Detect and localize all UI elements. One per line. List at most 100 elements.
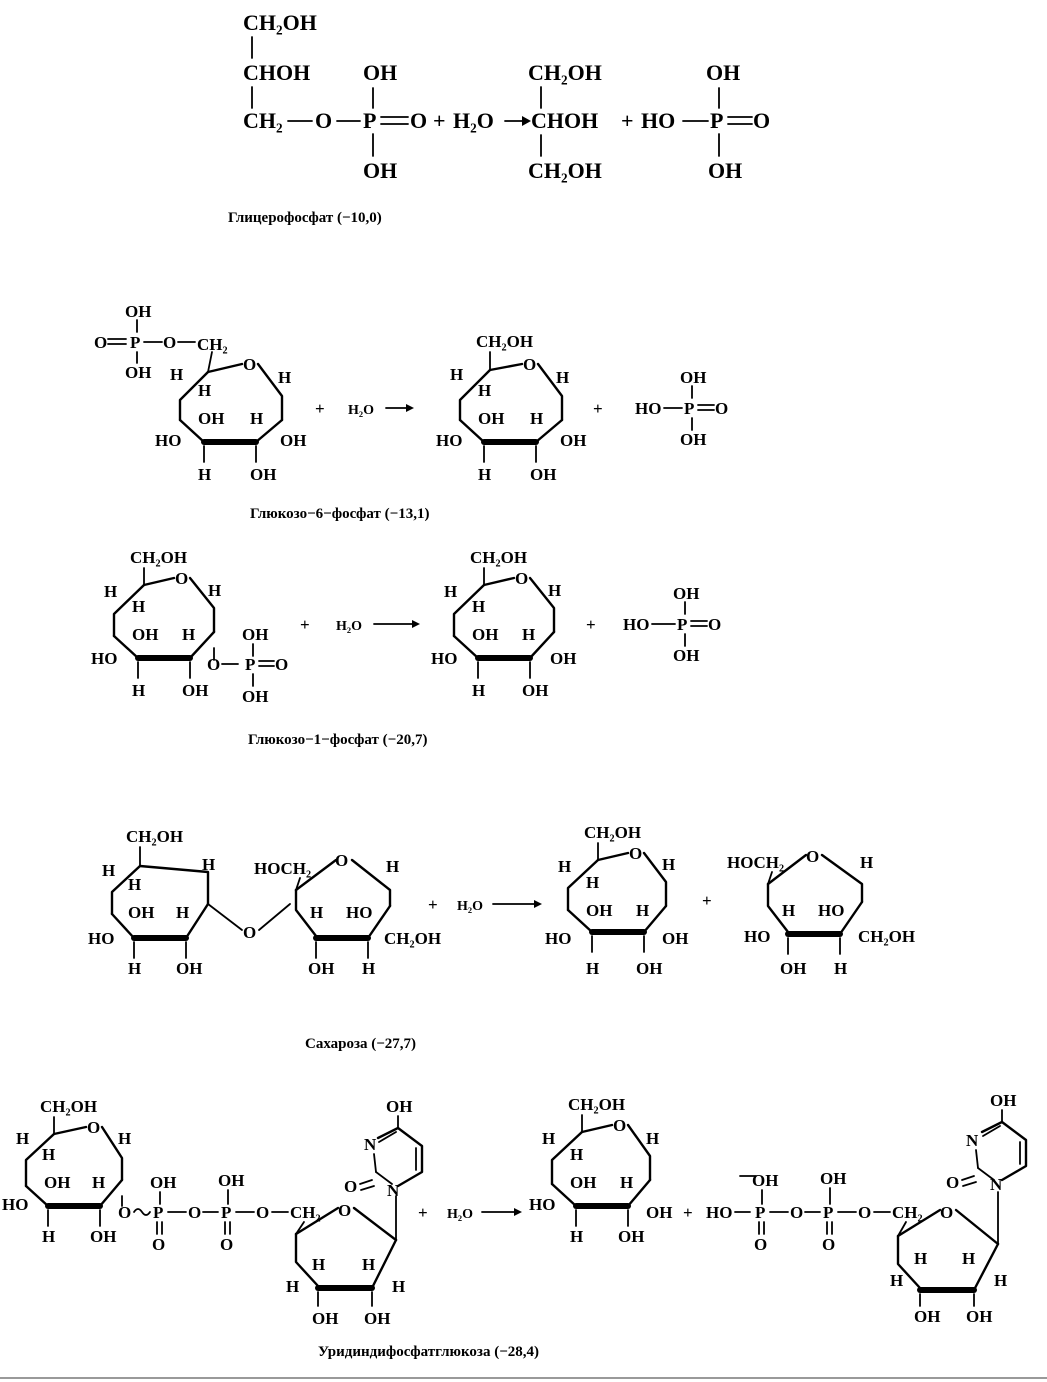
ring-bond <box>626 1123 652 1182</box>
atom-label: H <box>620 1173 633 1192</box>
atom-label: O <box>946 1173 959 1192</box>
atom-label: HO <box>623 615 649 634</box>
atom-label: H <box>16 1129 29 1148</box>
atom-label: H <box>662 855 675 874</box>
atom-label: CHOH <box>531 108 598 133</box>
ring-bond <box>566 908 594 934</box>
double-bond <box>360 1185 375 1191</box>
ring-bond <box>458 368 492 422</box>
atom-label: O <box>790 1203 803 1222</box>
atom-label: H <box>444 582 457 601</box>
atom-label: P <box>823 1203 833 1222</box>
plus-sign: + <box>433 108 446 133</box>
atom-label: H <box>472 597 485 616</box>
reaction-caption: Глицерофосфат (−10,0) <box>228 210 382 226</box>
ring-bond <box>1000 1120 1028 1182</box>
atom-label: HO <box>635 399 661 418</box>
atom-label: H <box>556 368 569 387</box>
atom-label: O <box>256 1203 269 1222</box>
atom-label: HO <box>346 903 372 922</box>
atom-label: CH₂OH <box>584 823 641 842</box>
reaction-sucrose: CH₂OH H H H OH H HO H OH O HOCH₂ O H H H… <box>88 823 915 1052</box>
ring-oxygen: O <box>338 1201 351 1220</box>
atom-label: H <box>42 1145 55 1164</box>
atom-label: OH <box>132 625 158 644</box>
reaction-caption: Уридиндифосфатглюкоза (−28,4) <box>318 1344 539 1360</box>
atom-label: H <box>558 857 571 876</box>
atom-label: OH <box>570 1173 596 1192</box>
ring-oxygen: O <box>940 1203 953 1222</box>
atom-label: OH <box>966 1307 992 1326</box>
atom-label: CH₂OH <box>470 548 527 567</box>
atom-label: H <box>208 581 221 600</box>
atom-label: OH <box>242 625 268 644</box>
atom-label: CH₂OH <box>476 332 533 351</box>
ring-oxygen: O <box>175 569 188 588</box>
bridge-oxygen: O <box>243 923 256 942</box>
atom-label: H <box>478 381 491 400</box>
atom-label: H <box>834 959 847 978</box>
atom-label: OH <box>708 158 742 183</box>
atom-label: HO <box>431 649 457 668</box>
atom-label: HO <box>529 1195 555 1214</box>
atom-label: OH <box>586 901 612 920</box>
atom-label: O <box>708 615 721 634</box>
atom-label: CH₂OH <box>858 927 915 946</box>
atom-label: OH <box>752 1171 778 1190</box>
water-label: H₂O <box>457 899 483 914</box>
arrow-head <box>406 404 414 412</box>
atom-label: OH <box>364 1309 390 1328</box>
atom-label: O <box>94 333 107 352</box>
atom-label: H <box>104 582 117 601</box>
atom-label: H <box>542 1129 555 1148</box>
atom-label: H <box>530 409 543 428</box>
atom-label: HO <box>641 108 675 133</box>
reaction-glucose-6-phosphate: OH O P O CH₂ OH O H H H OH H HO OH H OH … <box>94 302 728 522</box>
atom-label: HO <box>818 901 844 920</box>
bond <box>897 1221 907 1237</box>
arrow-head <box>534 900 542 908</box>
atom-label: O <box>344 1177 357 1196</box>
ring-bond <box>184 902 210 940</box>
water-label: H₂O <box>336 619 362 634</box>
ring-bond <box>52 1125 88 1136</box>
atom-label: OH <box>280 431 306 450</box>
atom-label: H <box>198 465 211 484</box>
atom-label: H <box>170 365 183 384</box>
atom-label: OH <box>125 363 151 382</box>
ring-bond <box>458 418 486 444</box>
ring-bond <box>838 900 864 936</box>
plus-sign: + <box>418 1203 428 1222</box>
ring-bond <box>112 583 146 638</box>
plus-sign: + <box>428 895 438 914</box>
atom-label: HO <box>436 431 462 450</box>
ring-bond <box>178 370 210 422</box>
atom-label: P <box>677 615 687 634</box>
ring-bond <box>110 864 142 916</box>
ring-bond <box>24 1184 50 1208</box>
bond <box>373 1153 377 1173</box>
atom-label: CH₂OH <box>568 1095 625 1114</box>
ring-bond <box>528 576 556 634</box>
atom-label: H <box>586 873 599 892</box>
ring-bond <box>896 1234 922 1290</box>
atom-label: H <box>860 853 873 872</box>
reaction-udp-glucose: CH₂OH O H H H OH H HO H OH O OH P O O OH… <box>2 1091 1028 1360</box>
ring-bond <box>820 853 864 904</box>
ring-bond <box>550 1182 578 1208</box>
ring-oxygen: O <box>806 847 819 866</box>
atom-label: H <box>118 1129 131 1148</box>
atom-label: HO <box>706 1203 732 1222</box>
ring-bond <box>256 362 284 422</box>
atom-label: O <box>822 1235 835 1254</box>
atom-label: CH₂OH <box>528 158 602 183</box>
atom-label: H <box>782 901 795 920</box>
atom-label: OH <box>618 1227 644 1246</box>
atom-label: H <box>636 901 649 920</box>
atom-label: CH₂OH <box>130 548 187 567</box>
atom-label: OH <box>522 681 548 700</box>
atom-label: H <box>386 857 399 876</box>
reaction-caption: Глюкозо−6−фосфат (−13,1) <box>250 506 429 522</box>
ring-bond <box>972 1242 1000 1292</box>
atom-label: P <box>363 108 376 133</box>
